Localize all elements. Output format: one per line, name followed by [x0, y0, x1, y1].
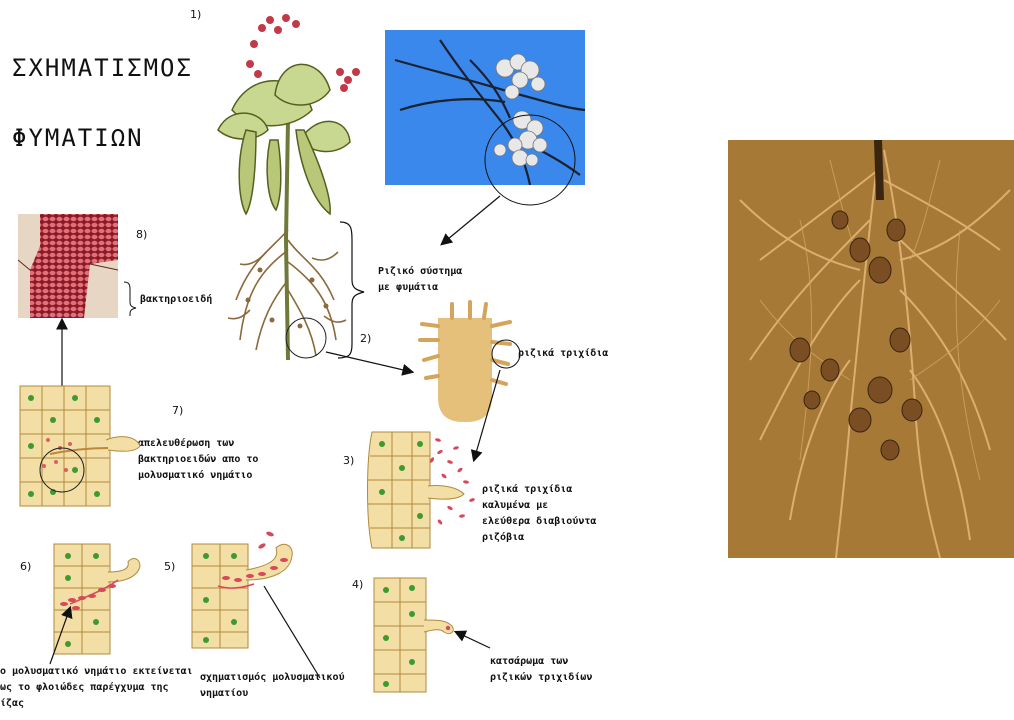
- step5-cells: [192, 531, 292, 648]
- bacteroids-micrograph: [18, 214, 136, 318]
- root-closeup: [420, 302, 520, 422]
- step3-cells: [368, 432, 476, 548]
- bean-plant: [218, 14, 364, 360]
- root-nodules-photo: [728, 140, 1014, 558]
- step7-cells: [20, 386, 140, 506]
- step4-cells: [374, 578, 453, 692]
- step6-cells: [54, 544, 140, 654]
